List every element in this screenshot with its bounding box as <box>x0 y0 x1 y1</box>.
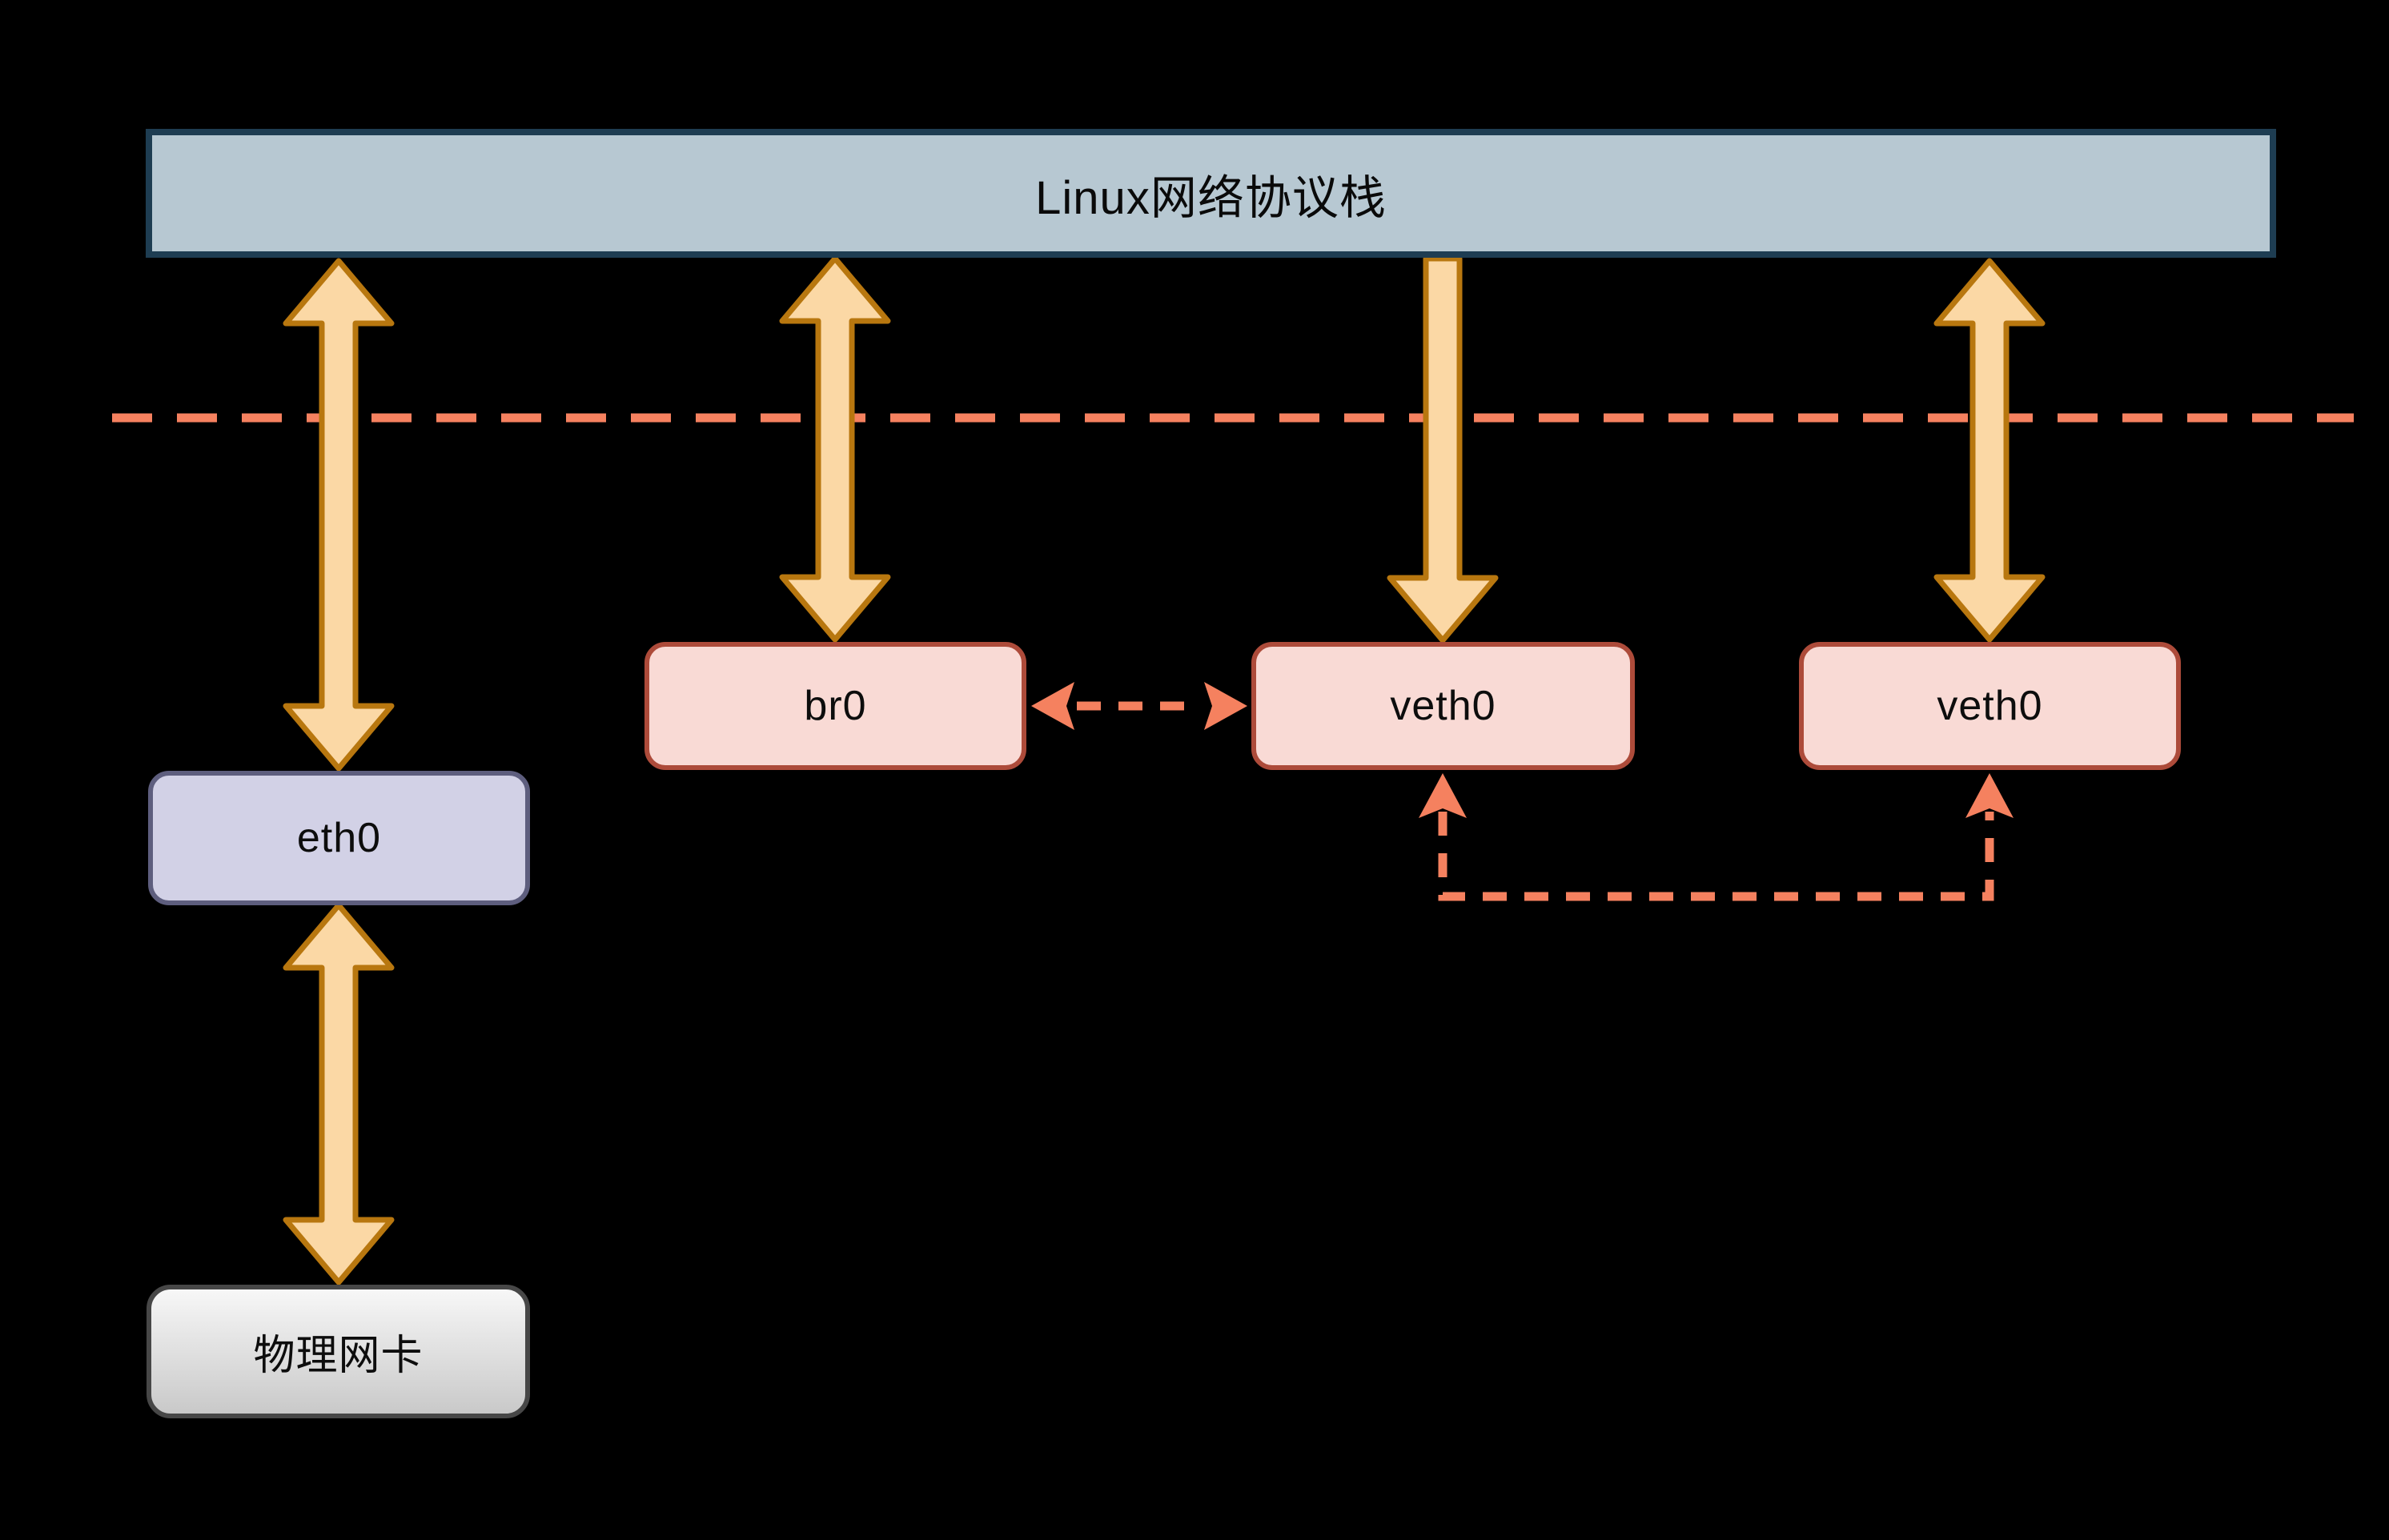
stack-br0-double-arrow <box>779 255 891 643</box>
node-veth0-left: veth0 <box>1251 642 1635 770</box>
eth0-nic-double-arrow <box>283 902 395 1285</box>
stack-eth0-double-arrow <box>283 258 395 772</box>
linux-network-stack-bar: Linux网络协议栈 <box>146 129 2276 258</box>
node-eth0-label: eth0 <box>296 815 382 861</box>
veth0-veth0-dashed-connector <box>1438 812 1994 901</box>
br0-veth0-left-arrowhead <box>1031 682 1074 730</box>
node-br0-label: br0 <box>804 683 867 729</box>
stack-veth0b-double-arrow <box>1933 258 2046 643</box>
node-veth0-right-label: veth0 <box>1937 683 2043 729</box>
stack-veth0a-down-arrow <box>1387 255 1499 644</box>
veth0b-up-arrowhead <box>1965 773 2014 818</box>
veth0a-up-arrowhead <box>1419 773 1467 818</box>
br0-veth0-right-arrowhead <box>1204 682 1247 730</box>
stack-bar-label: Linux网络协议栈 <box>1035 171 1387 224</box>
node-br0: br0 <box>644 642 1026 770</box>
node-physical-nic-label: 物理网卡 <box>253 1333 424 1379</box>
node-eth0: eth0 <box>148 771 530 905</box>
node-veth0-right: veth0 <box>1799 642 2181 770</box>
node-veth0-left-label: veth0 <box>1390 683 1496 729</box>
node-physical-nic: 物理网卡 <box>147 1285 530 1418</box>
